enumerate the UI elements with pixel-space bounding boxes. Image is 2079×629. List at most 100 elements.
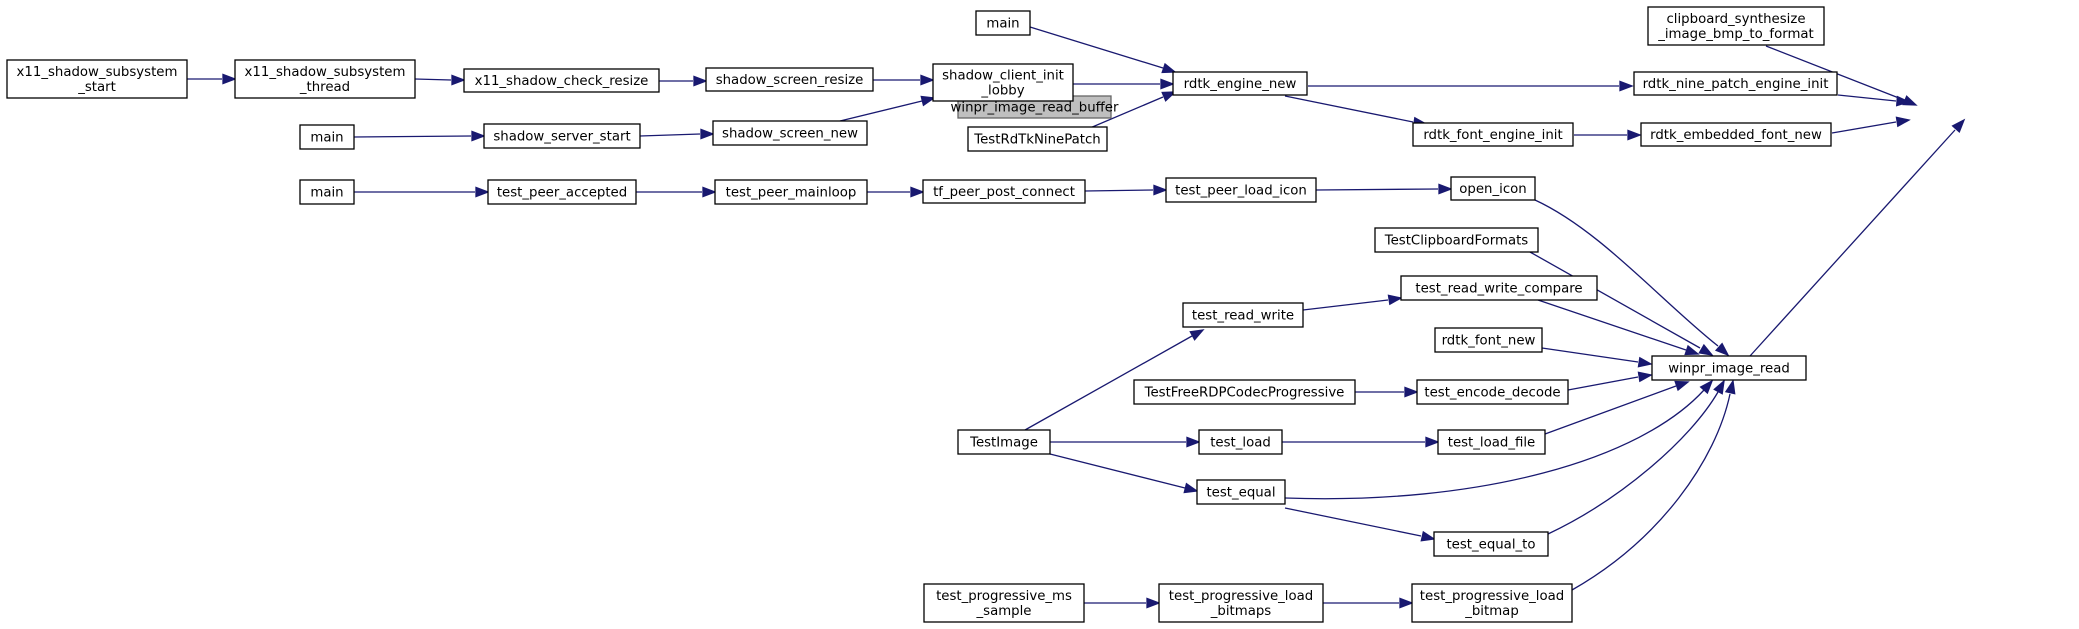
node-test_load[interactable]: test_load	[1198, 429, 1283, 455]
node-box[interactable]	[463, 68, 660, 93]
node-box[interactable]	[1165, 177, 1317, 203]
node-box[interactable]	[932, 63, 1074, 102]
node-x11_shadow_subsystem_start[interactable]: x11_shadow_subsystem_start	[6, 59, 188, 99]
node-winpr_image_read[interactable]: winpr_image_read	[1651, 355, 1807, 381]
node-label: test_peer_mainloop	[726, 186, 857, 201]
node-test_progressive_ms_sample[interactable]: test_progressive_ms_sample	[923, 583, 1085, 623]
edge-line	[1284, 507, 1422, 537]
node-box[interactable]	[922, 179, 1086, 204]
edge-line	[1089, 96, 1164, 129]
node-box[interactable]	[1374, 227, 1539, 253]
node-box[interactable]	[1198, 429, 1283, 455]
node-box[interactable]	[714, 179, 868, 205]
node-test_read_write[interactable]: test_read_write	[1182, 302, 1304, 328]
node-box[interactable]	[957, 429, 1051, 455]
node-label: x11_shadow_check_resize	[475, 74, 649, 89]
node-shadow_screen_new[interactable]: shadow_screen_new	[712, 120, 868, 146]
node-test_load_file[interactable]: test_load_file	[1437, 429, 1546, 455]
node-box[interactable]	[1437, 429, 1546, 455]
node-box[interactable]	[1411, 583, 1573, 623]
node-clipboard_synthesize[interactable]: clipboard_synthesize_image_bmp_to_format	[1647, 6, 1825, 46]
node-test_read_write_compare[interactable]: test_read_write_compare	[1400, 275, 1598, 301]
node-box[interactable]	[299, 179, 355, 205]
node-box[interactable]	[1651, 355, 1807, 381]
node-TestImage[interactable]: TestImage	[957, 429, 1051, 455]
edges-layer	[187, 26, 1966, 609]
node-box[interactable]	[1412, 122, 1574, 147]
node-test_encode_decode[interactable]: test_encode_decode	[1416, 379, 1569, 405]
node-main_1[interactable]: main	[975, 10, 1031, 36]
node-open_icon[interactable]: open_icon	[1450, 176, 1536, 201]
node-rdtk_embedded_font_new[interactable]: rdtk_embedded_font_new	[1640, 122, 1832, 147]
edge-line	[1024, 335, 1193, 431]
node-rdtk_font_new[interactable]: rdtk_font_new	[1434, 327, 1543, 353]
edge-x11_shadow_check_resize-to-shadow_screen_resize	[659, 75, 708, 87]
node-box[interactable]	[1182, 302, 1304, 328]
node-box[interactable]	[483, 123, 641, 149]
node-box[interactable]	[6, 59, 188, 99]
node-box[interactable]	[1640, 122, 1832, 147]
edge-test_equal_to-to-winpr_image_read	[1547, 379, 1725, 535]
edge-line	[353, 135, 472, 138]
node-label: main	[310, 131, 343, 146]
node-box[interactable]	[299, 124, 355, 150]
node-label: _image_bmp_to_format	[1657, 27, 1814, 42]
edge-shadow_server_start-to-shadow_screen_new	[639, 128, 715, 140]
node-box[interactable]	[1133, 379, 1356, 405]
node-label: rdtk_engine_new	[1184, 77, 1297, 92]
node-test_progressive_load_bitmap[interactable]: test_progressive_load_bitmap	[1411, 583, 1573, 623]
node-main_2[interactable]: main	[299, 124, 355, 150]
node-shadow_client_init_lobby[interactable]: shadow_client_init_lobby	[932, 63, 1074, 102]
node-test_peer_load_icon[interactable]: test_peer_load_icon	[1165, 177, 1317, 203]
node-box[interactable]	[1633, 71, 1838, 96]
node-box[interactable]	[1433, 531, 1549, 557]
edge-test_progressive_ms_sample-to-test_progressive_load_bitmaps	[1084, 597, 1161, 609]
node-main_3[interactable]: main	[299, 179, 355, 205]
edge-test_progressive_load_bitmaps-to-test_progressive_load_bitmap	[1323, 597, 1414, 609]
node-box[interactable]	[1158, 583, 1324, 623]
node-box[interactable]	[967, 126, 1108, 152]
node-box[interactable]	[1400, 275, 1598, 301]
edge-arrowhead	[920, 95, 936, 107]
node-shadow_server_start[interactable]: shadow_server_start	[483, 123, 641, 149]
node-box[interactable]	[1647, 6, 1825, 46]
node-test_equal[interactable]: test_equal	[1196, 479, 1286, 505]
node-box[interactable]	[1196, 479, 1286, 505]
node-rdtk_nine_patch_engine_init[interactable]: rdtk_nine_patch_engine_init	[1633, 71, 1838, 96]
node-box[interactable]	[923, 583, 1085, 623]
node-rdtk_font_engine_init[interactable]: rdtk_font_engine_init	[1412, 122, 1574, 147]
node-label: test_equal	[1206, 486, 1275, 501]
edge-arrowhead	[1420, 530, 1436, 542]
node-box[interactable]	[234, 59, 416, 99]
node-shadow_screen_resize[interactable]: shadow_screen_resize	[705, 67, 874, 92]
node-label: clipboard_synthesize	[1666, 12, 1805, 27]
node-x11_shadow_subsystem_thread[interactable]: x11_shadow_subsystem_thread	[234, 59, 416, 99]
node-TestFreeRDPCodecProgressive[interactable]: TestFreeRDPCodecProgressive	[1133, 379, 1356, 405]
edge-test_load-to-test_load_file	[1282, 436, 1440, 448]
node-test_progressive_load_bitmaps[interactable]: test_progressive_load_bitmaps	[1158, 583, 1324, 623]
edge-test_load_file-to-winpr_image_read	[1544, 380, 1690, 435]
node-TestClipboardFormats[interactable]: TestClipboardFormats	[1374, 227, 1539, 253]
edge-line	[1049, 453, 1186, 489]
node-box[interactable]	[487, 179, 637, 205]
node-box[interactable]	[1434, 327, 1543, 353]
edge-arrowhead	[1161, 91, 1177, 102]
node-box[interactable]	[705, 67, 874, 92]
node-TestRdTkNinePatch[interactable]: TestRdTkNinePatch	[967, 126, 1108, 152]
node-test_peer_mainloop[interactable]: test_peer_mainloop	[714, 179, 868, 205]
node-test_peer_accepted[interactable]: test_peer_accepted	[487, 179, 637, 205]
edge-arrowhead	[1895, 116, 1911, 128]
node-x11_shadow_check_resize[interactable]: x11_shadow_check_resize	[463, 68, 660, 93]
edge-arrowhead	[451, 74, 466, 86]
node-box[interactable]	[712, 120, 868, 146]
node-box[interactable]	[1172, 71, 1308, 96]
node-box[interactable]	[1416, 379, 1569, 405]
node-test_equal_to[interactable]: test_equal_to	[1433, 531, 1549, 557]
node-label: test_read_write_compare	[1415, 282, 1582, 297]
node-box[interactable]	[1450, 176, 1536, 201]
node-box[interactable]	[975, 10, 1031, 36]
edge-TestRdTkNinePatch-to-rdtk_engine_new	[1089, 91, 1177, 129]
node-rdtk_engine_new[interactable]: rdtk_engine_new	[1172, 71, 1308, 96]
node-tf_peer_post_connect[interactable]: tf_peer_post_connect	[922, 179, 1086, 204]
edge-line	[1029, 26, 1164, 69]
